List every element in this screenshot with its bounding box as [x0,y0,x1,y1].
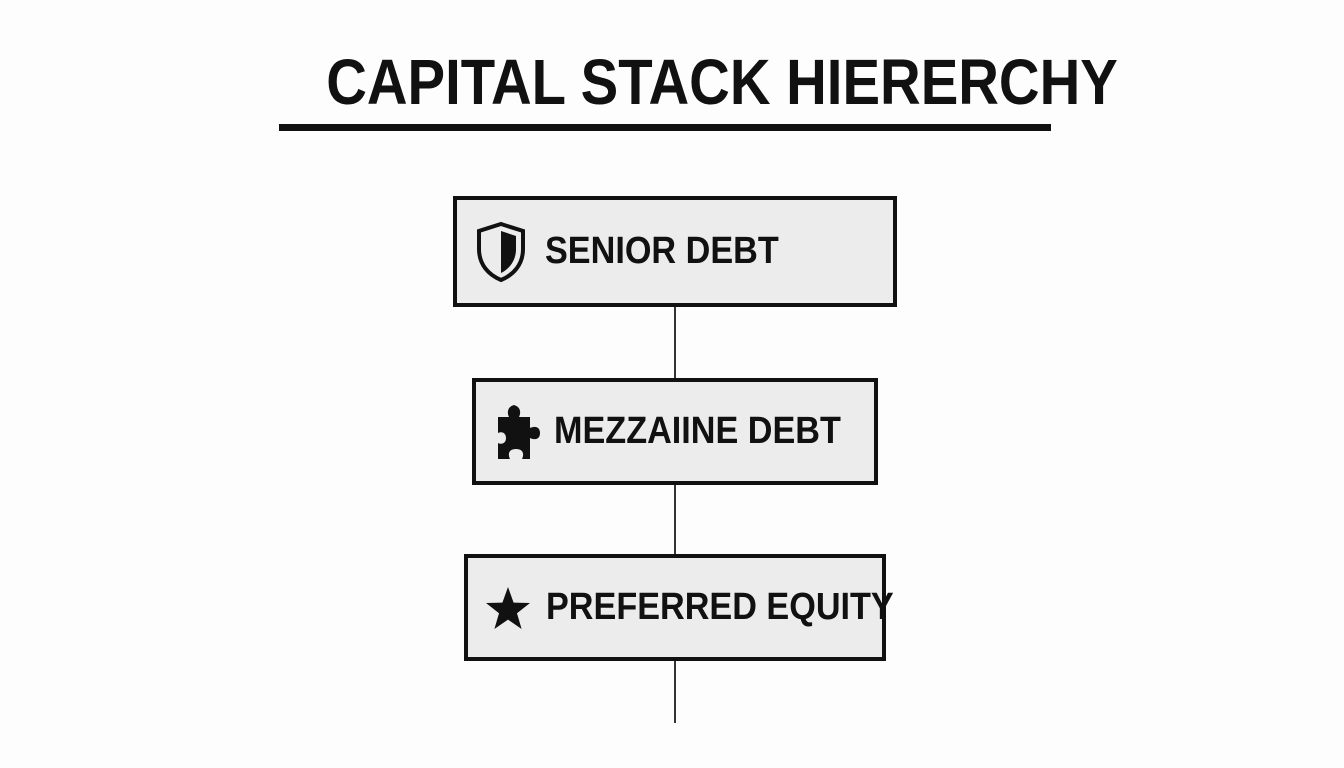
tier-label: MEZZAIINE DEBT [554,410,841,452]
tier-box-preferred-equity: PREFERRED EQUITY [464,554,894,661]
tier-box-mezzanine-debt: MEZZAIINE DEBT [472,378,878,485]
puzzle-piece-icon [494,403,542,461]
diagram-title: CAPITAL STACK HIERERCHY [326,46,1118,118]
tier-label: PREFERRED EQUITY [546,586,894,628]
connector-preferred-down [674,661,676,723]
connector-senior-to-mezzanine [674,307,676,378]
shield-icon [475,221,527,283]
title-underline [279,124,1051,131]
tier-label: SENIOR DEBT [545,230,779,272]
connector-mezzanine-to-preferred [674,485,676,554]
star-icon [484,585,532,631]
tier-box-senior-debt: SENIOR DEBT [453,196,897,307]
